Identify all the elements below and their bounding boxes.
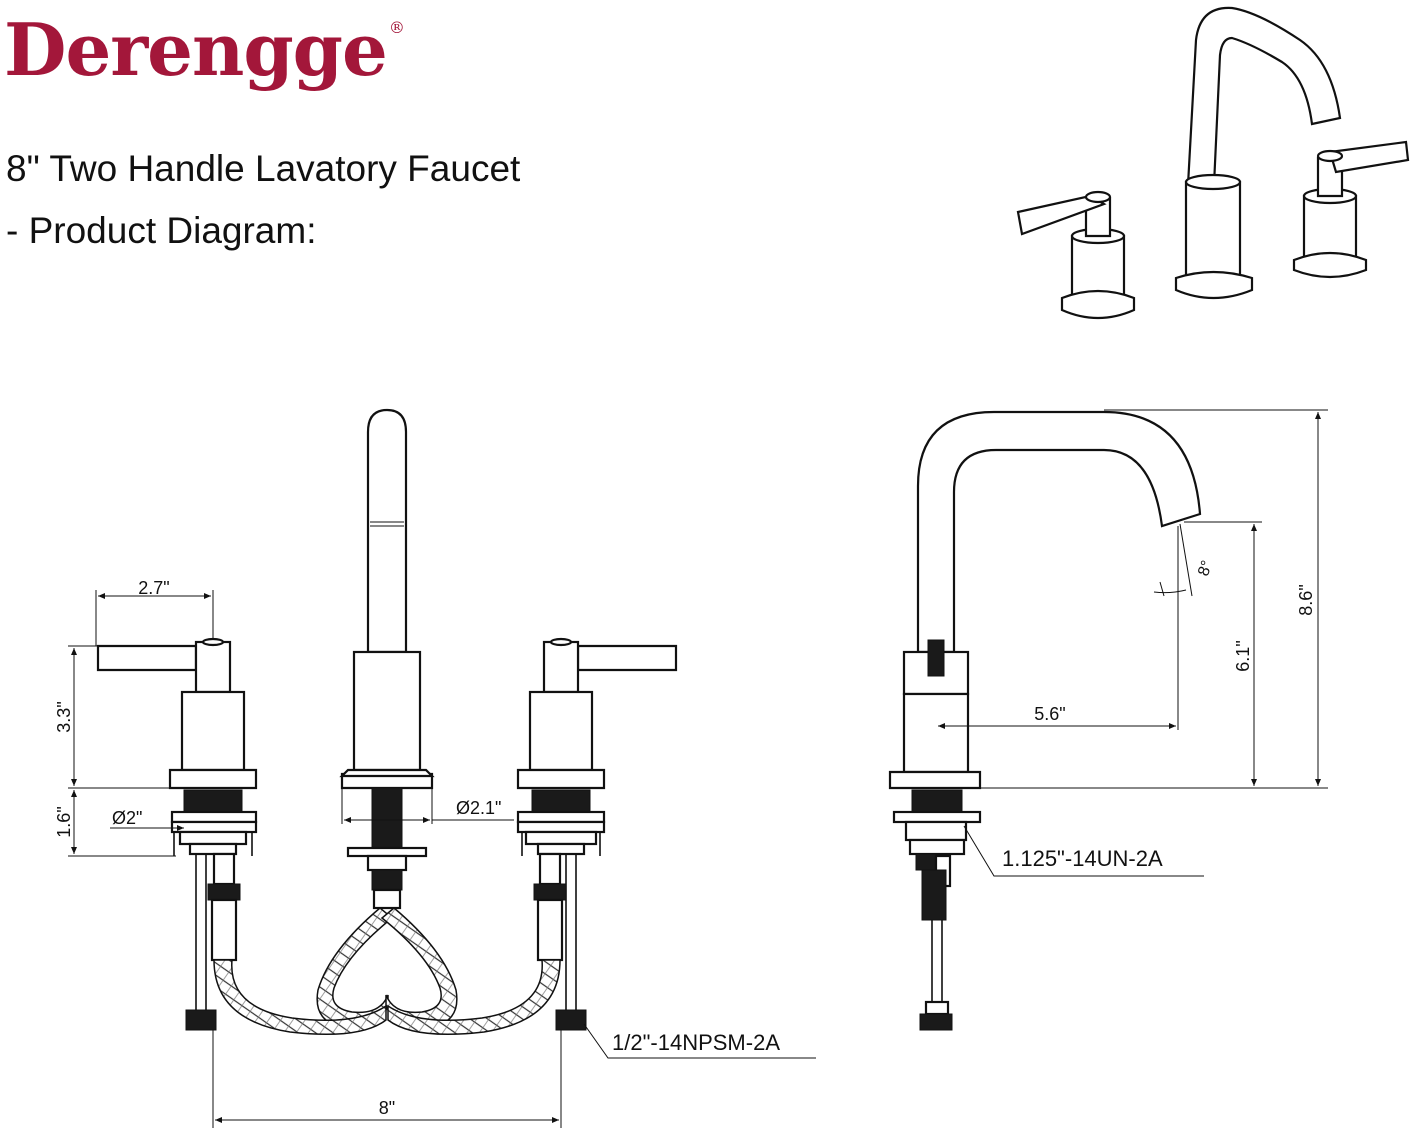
side-view-dimensions: 8.6" 6.1" 5.6" 8° 1.125"-14UN-2A (938, 409, 1328, 877)
spout-reach-label: 5.6" (1034, 704, 1065, 724)
registered-mark: ® (388, 18, 405, 37)
supply-thread-label: 1/2"-14NPSM-2A (612, 1030, 780, 1055)
front-view-dimensions: 2.7" 3.3" 1.6" Ø2" Ø2.1" 8" 1/2"-14NPSM-… (54, 578, 816, 1128)
mount-thread-label: 1.125"-14UN-2A (1002, 846, 1163, 871)
brand-name: Derengge (4, 7, 388, 92)
faucet-front-view (96, 408, 678, 1036)
overall-height-label: 8.6" (1296, 584, 1316, 615)
handle-height-label: 3.3" (54, 701, 74, 732)
product-title: 8" Two Handle Lavatory Faucet (6, 148, 521, 189)
spout-height-label: 6.1" (1233, 640, 1253, 671)
brand-logo: Derengge® (4, 14, 405, 86)
spout-angle-label: 8° (1195, 558, 1216, 578)
faucet-side-view (888, 410, 1202, 1031)
handle-base-diameter-label: Ø2" (112, 808, 142, 828)
base-height-label: 1.6" (54, 806, 74, 837)
spout-base-diameter-label: Ø2.1" (456, 798, 501, 818)
faucet-perspective-illustration (1016, 6, 1410, 320)
diagram-subtitle: - Product Diagram: (6, 210, 317, 251)
handle-width-label: 2.7" (138, 578, 169, 598)
spread-label: 8" (379, 1098, 395, 1118)
